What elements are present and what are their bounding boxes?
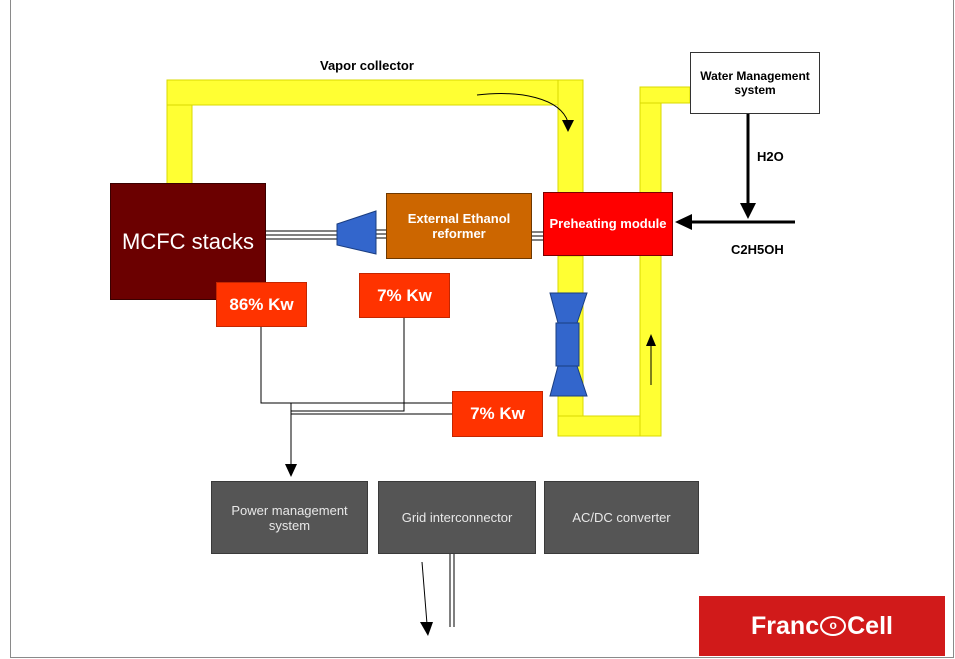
kw-turbine-label: 7% Kw [470, 404, 525, 423]
kw-reformer-badge: 7% Kw [359, 273, 450, 318]
turbine-bottom [549, 365, 588, 397]
compressor-shape [336, 210, 377, 255]
kw-stacks-label: 86% Kw [229, 294, 294, 314]
logo-text-part1: Franc [751, 611, 820, 640]
pipe-down-to-preheat [557, 79, 584, 194]
preheating-module-label: Preheating module [549, 216, 667, 231]
preheating-module-box: Preheating module [543, 192, 673, 256]
mcfc-stacks-label: MCFC stacks [122, 229, 254, 254]
grid-interconnector-box: Grid interconnector [378, 481, 536, 554]
kw-stacks-badge: 86% Kw [216, 282, 307, 327]
acdc-converter-label: AC/DC converter [572, 510, 671, 525]
mcfc-stacks-box: MCFC stacks [110, 183, 266, 300]
ethanol-reformer-box: External Ethanol reformer [386, 193, 532, 259]
power-management-box: Power management system [211, 481, 368, 554]
pipe-top [166, 79, 584, 106]
logo-text-part2: Cell [847, 611, 893, 640]
kw-reformer-label: 7% Kw [377, 285, 432, 305]
power-management-label: Power management system [231, 502, 348, 533]
water-management-label: Water Management system [700, 69, 810, 97]
pipe-top-right [639, 86, 691, 104]
acdc-converter-box: AC/DC converter [544, 481, 699, 554]
h2o-label: H2O [757, 149, 784, 164]
logo-ring: o [820, 616, 847, 636]
ethanol-label: C2H5OH [731, 242, 784, 257]
turbine-middle [555, 322, 580, 367]
ethanol-reformer-label: External Ethanol reformer [407, 211, 511, 241]
water-management-box: Water Management system [690, 52, 820, 114]
grid-interconnector-label: Grid interconnector [401, 510, 513, 525]
vapor-collector-label: Vapor collector [320, 58, 414, 73]
kw-turbine-badge: 7% Kw [452, 391, 543, 437]
